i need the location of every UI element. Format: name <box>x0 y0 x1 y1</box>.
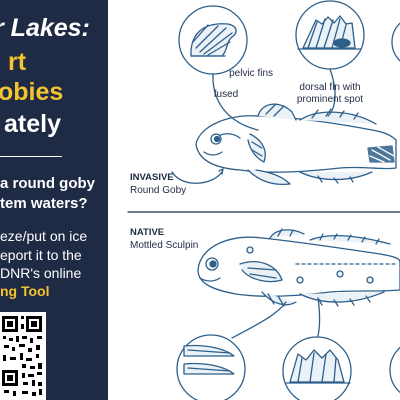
native-species-name: Mottled Sculpin <box>130 240 198 251</box>
mottled-sculpin-illustration <box>197 228 400 307</box>
dorsal-callout-label-2: prominent spot <box>297 94 363 105</box>
pelvic-callout-pointer <box>212 73 259 131</box>
tail-callout-circle-partial <box>391 22 400 62</box>
panel-heading-3: obies <box>0 78 64 106</box>
pelvic-callout-label-1: pelvic fins <box>229 68 273 79</box>
info-panel: r Lakes: rt obies ately a round goby tem… <box>0 0 108 400</box>
qr-code-graphic <box>2 316 42 396</box>
panel-divider <box>0 156 62 157</box>
goby-label-pointer <box>171 171 223 184</box>
invasive-status-label: INVASIVE <box>130 172 174 183</box>
dorsal-callout-pointer <box>327 68 336 117</box>
reporting-tool-link[interactable]: ng Tool <box>0 283 50 299</box>
native-pelvic-callout-circle <box>176 334 246 400</box>
native-dorsal-pointer <box>317 297 321 337</box>
qr-code[interactable] <box>0 312 46 400</box>
panel-heading-1: r Lakes: <box>0 14 90 42</box>
round-goby-illustration <box>195 103 397 186</box>
panel-body-1: eze/put on ice <box>0 228 88 244</box>
invasive-species-name: Round Goby <box>130 185 186 196</box>
panel-heading-2: rt <box>8 48 27 76</box>
native-pelvic-pointer <box>231 301 287 339</box>
pelvic-fin-callout-circle <box>178 5 248 75</box>
panel-question-1: a round goby <box>0 175 95 192</box>
fish-comparison-diagram: pelvic fins fused dorsal fin with promin… <box>127 0 400 400</box>
native-tail-callout-circle-partial <box>389 346 400 394</box>
native-status-label: NATIVE <box>130 227 164 238</box>
panel-body-3: DNR's online <box>0 265 82 281</box>
panel-body-2: eport it to the <box>0 247 82 263</box>
panel-heading-4: ately <box>4 110 61 138</box>
pelvic-callout-label-2: fused <box>214 89 238 100</box>
dorsal-callout-label-1: dorsal fin with <box>299 82 360 93</box>
panel-question-2: tem waters? <box>0 195 88 212</box>
dorsal-fin-callout-circle <box>295 0 365 70</box>
qr-caption-space <box>46 312 108 400</box>
native-dorsal-callout-circle <box>282 336 352 400</box>
